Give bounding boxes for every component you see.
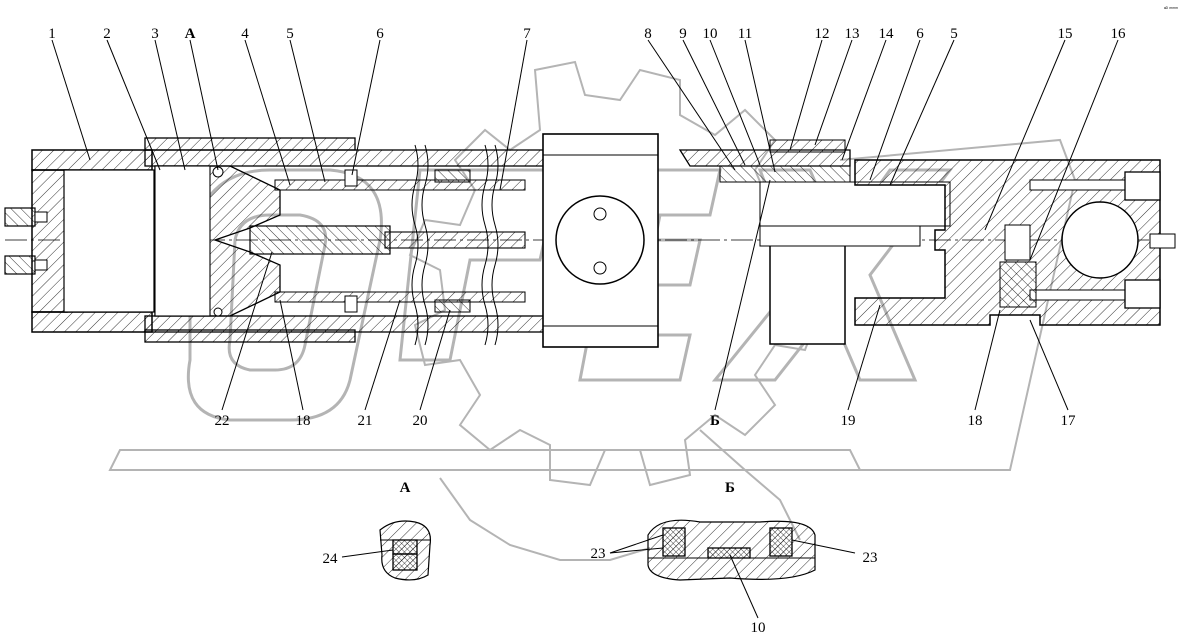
- part-label: 1: [48, 26, 56, 42]
- part-label: 19: [841, 413, 856, 429]
- corner-mark: ᵃᴰ ᵐᵐᵐ: [1164, 6, 1178, 12]
- part-label: 13: [845, 26, 860, 42]
- piston-rod: [249, 169, 526, 313]
- section-marker: А: [185, 26, 196, 42]
- part-label: 10: [703, 26, 718, 42]
- part-label: 4: [241, 26, 249, 42]
- part-label: 16: [1111, 26, 1127, 42]
- section-detail-b: [647, 519, 816, 581]
- detail-label: 23: [591, 546, 606, 562]
- part-label: 18: [296, 413, 311, 429]
- part-label: 6: [916, 26, 924, 42]
- part-labels-top: 1 2 3 А 4 5 6 7 8 9 10 11 12 13 14 6 5 1…: [48, 26, 1126, 42]
- part-label: 17: [1061, 413, 1077, 429]
- middle-block: [542, 133, 659, 348]
- leader-lines: [51, 39, 1119, 619]
- section-detail-a: [379, 520, 432, 581]
- section-title-b: Б: [725, 480, 735, 496]
- part-label: 2: [103, 26, 111, 42]
- part-label: 6: [376, 26, 384, 42]
- part-label: 15: [1058, 26, 1073, 42]
- detail-label: 10: [751, 620, 766, 636]
- part-label: 21: [358, 413, 373, 429]
- detail-label: 24: [323, 551, 339, 567]
- piston: [154, 165, 281, 317]
- detail-label: 23: [863, 550, 878, 566]
- section-title-a: А: [400, 480, 411, 496]
- part-label: 18: [968, 413, 983, 429]
- part-label: 11: [738, 26, 752, 42]
- part-label: 14: [879, 26, 895, 42]
- part-label: 3: [151, 26, 159, 42]
- part-label: 5: [286, 26, 294, 42]
- end-block-right: [854, 159, 1176, 326]
- part-label: 12: [815, 26, 830, 42]
- part-label: 8: [644, 26, 652, 42]
- section-marker: Б: [710, 413, 720, 429]
- end-cap-left: [4, 149, 155, 333]
- part-labels-bottom: 22 18 21 20 Б 19 18 17: [215, 413, 1077, 429]
- part-label: 20: [413, 413, 428, 429]
- part-label: 5: [950, 26, 958, 42]
- part-label: 22: [215, 413, 230, 429]
- break-lines: [411, 144, 499, 346]
- outer-tube: [144, 137, 546, 343]
- part-label: 7: [523, 26, 531, 42]
- part-label: 9: [679, 26, 687, 42]
